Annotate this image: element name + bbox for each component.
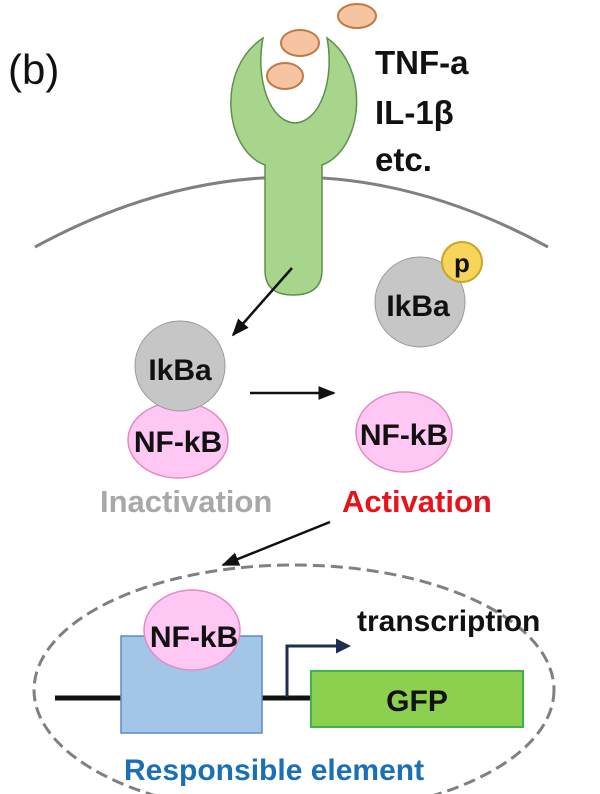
transcription-label: transcription: [357, 605, 540, 638]
nfkb-active: [355, 391, 453, 473]
ligand: [266, 62, 304, 90]
nfkb-bound: [143, 589, 241, 671]
activation-label: Activation: [342, 484, 492, 519]
ligand-label-tnf: TNF-a: [375, 44, 469, 81]
nuclear-translocation-arrow: [221, 520, 331, 567]
transcription-start-arrow: [285, 638, 351, 697]
ligand-label-il1b: IL-1β: [375, 94, 454, 131]
nfkb-label: NF-kB: [150, 621, 238, 654]
responsible-element-label: Responsible element: [124, 754, 424, 787]
ikba-label: IkBa: [386, 290, 450, 323]
ligand: [337, 3, 377, 29]
gfp-reporter-box: [310, 670, 524, 728]
ikba-phosphorylated: [374, 256, 466, 348]
receptor: [230, 36, 358, 296]
ikba-bound: [134, 320, 226, 412]
ikba-label: IkBa: [148, 354, 212, 387]
nfkb-label: NF-kB: [360, 419, 448, 452]
nucleus: [32, 563, 556, 794]
phospho-label: p: [454, 248, 470, 278]
ligand: [280, 29, 320, 57]
signal-arrow: [231, 267, 293, 337]
gfp-label: GFP: [386, 685, 448, 718]
ligand-label-etc: etc.: [375, 141, 432, 178]
phosphate-group: [441, 241, 483, 283]
panel-label: (b): [8, 46, 59, 93]
inactivation-label: Inactivation: [100, 484, 272, 519]
nfkb-label: NF-kB: [134, 426, 222, 459]
